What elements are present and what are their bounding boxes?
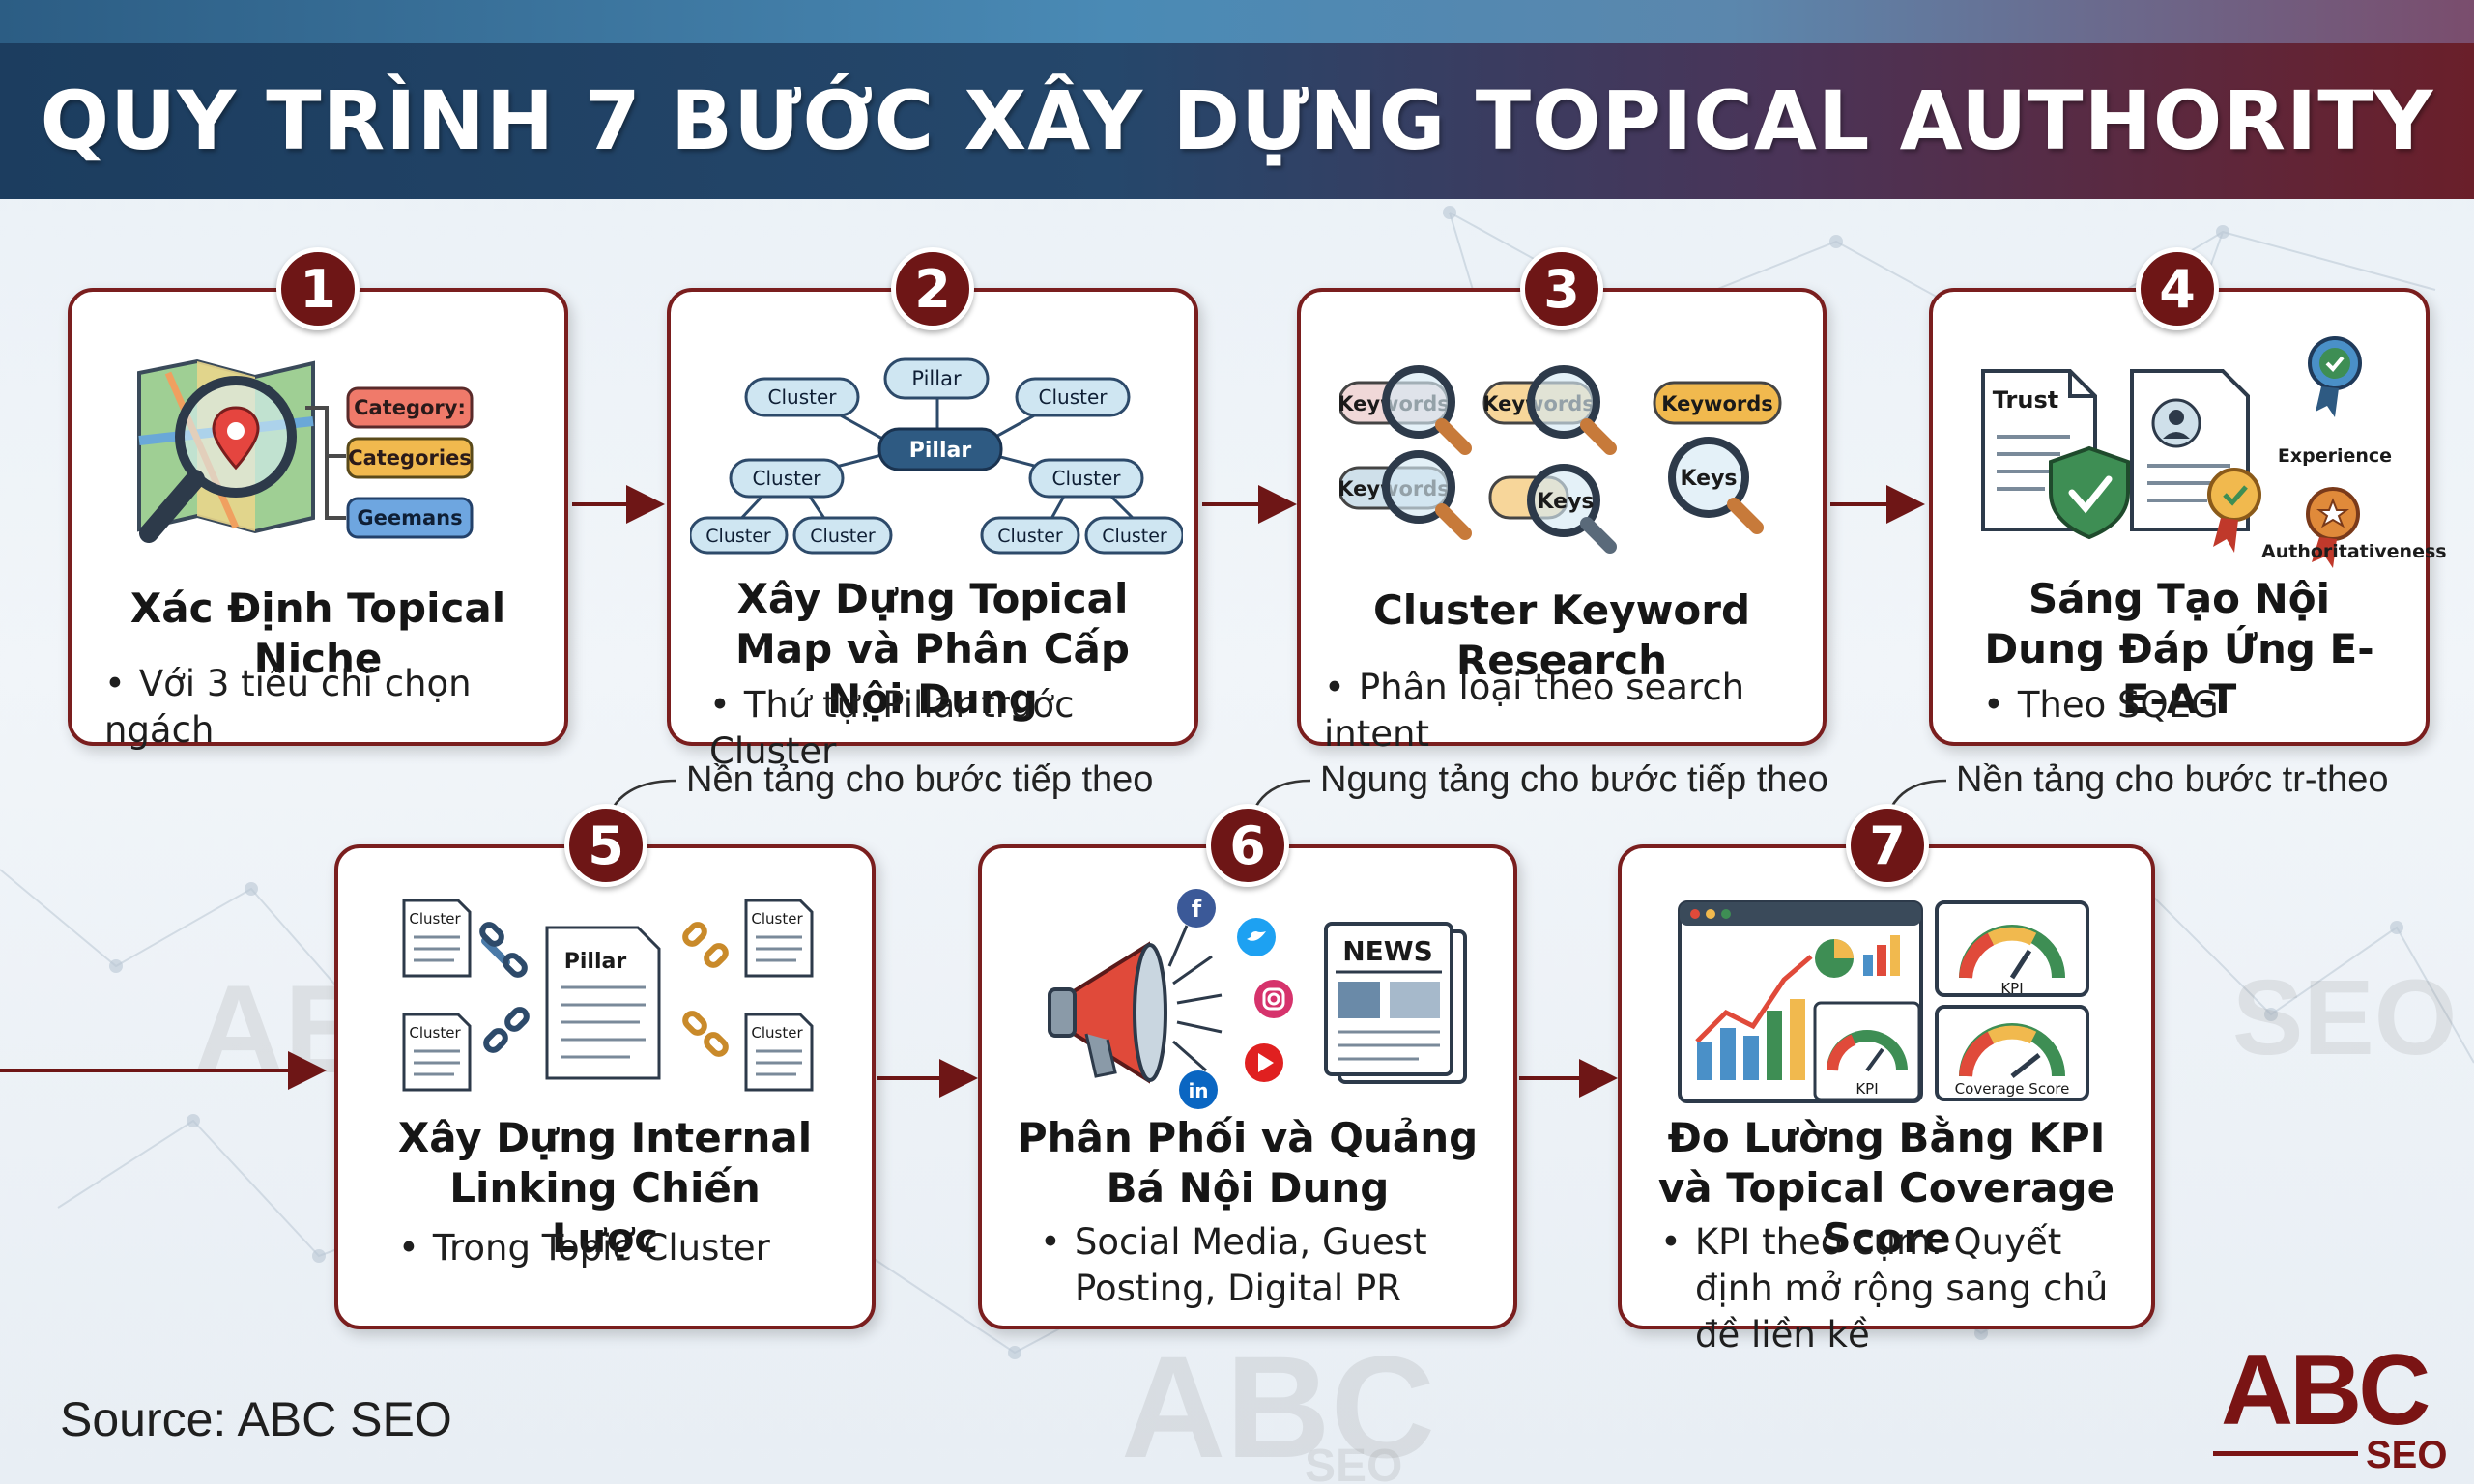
logo-underline: [2213, 1451, 2358, 1456]
note-foundation-2: Ngung tảng cho bước tiếp theo: [1320, 759, 1828, 800]
step-title-6: Phân Phối và Quảng Bá Nội Dung: [1017, 1114, 1479, 1212]
step-bullet-4: Theo SQEG: [1983, 682, 2219, 728]
step-number-7: 7: [1846, 804, 1929, 887]
step-number-6: 6: [1206, 804, 1289, 887]
page-title: QUY TRÌNH 7 BƯỚC XÂY DỰNG TOPICAL AUTHOR…: [40, 73, 2434, 168]
note-foundation-3: Nền tảng cho bước tr-theo: [1956, 759, 2389, 800]
gauge-label-coverage: Coverage Score: [1955, 1080, 2070, 1098]
map-label-1: Category:: [354, 396, 466, 419]
step-card-2: Pillar Pillar Cluster Cluster Cluster Cl…: [667, 288, 1198, 772]
instagram-icon: [1254, 980, 1293, 1018]
map-cluster: Cluster: [768, 385, 838, 409]
internal-linking-illustration: Cluster Cluster Cluster Cluster Pillar: [402, 899, 814, 1092]
step-card-3: Keywords Keywords Keywords Keywords Keys…: [1297, 288, 1827, 755]
step-number-4: 4: [2136, 247, 2219, 330]
step-number-5: 5: [564, 804, 647, 887]
step-card-7: KPI KPI Coverage Score Đo Lường Bằng KPI…: [1618, 844, 2155, 1356]
step-card-1: Category: Categories Geemans Xác Định To…: [68, 288, 568, 751]
step-number-1: 1: [276, 247, 360, 330]
map-pillar-center: Pillar: [909, 439, 972, 463]
facebook-icon: [1177, 889, 1216, 928]
newspaper-icon: NEWS: [1324, 922, 1467, 1084]
map-cluster: Cluster: [1039, 385, 1108, 409]
map-cluster: Cluster: [705, 526, 771, 547]
step-bullet-7: KPI theo cụm. Quyết định mở rộng sang ch…: [1660, 1219, 2143, 1358]
step-bullet-6: Social Media, Guest Posting, Digital PR: [1040, 1219, 1446, 1312]
link-cluster-label: Cluster: [751, 1024, 803, 1042]
link-pillar-label: Pillar: [564, 950, 627, 974]
distribution-illustration: f in NEWS: [1048, 889, 1467, 1109]
map-label-2: Categories: [348, 446, 472, 470]
eeat-illustration: Trust Experience: [1981, 336, 2392, 568]
abc-seo-logo: ABC SEO: [2213, 1333, 2455, 1478]
step-bullet-1: Với 3 tiêu chí chọn ngách: [104, 661, 564, 754]
megaphone-icon: [1048, 941, 1167, 1084]
authoritativeness-label: Authoritativeness: [2261, 541, 2447, 562]
step-number-2: 2: [891, 247, 974, 330]
topical-map-illustration: Pillar Pillar Cluster Cluster Cluster Cl…: [690, 357, 1183, 555]
link-cluster-label: Cluster: [409, 910, 461, 928]
map-cluster: Cluster: [753, 467, 822, 490]
step-card-4: Trust Experience Authoritativeness Sáng …: [1929, 288, 2447, 746]
logo-abc-text: ABC: [2221, 1334, 2431, 1446]
step-bullet-5: Trong Topic Cluster: [398, 1225, 770, 1271]
experience-label: Experience: [2278, 445, 2392, 467]
header-strip: [0, 0, 2474, 43]
gauge-label-kpi: KPI: [2000, 980, 2023, 997]
map-search-illustration: Category: Categories Geemans: [137, 358, 474, 543]
svg-text:f: f: [1192, 896, 1202, 923]
watermark-seo-bottom: SEO: [1305, 1441, 1403, 1484]
watermark-abc-bottom: ABC: [1121, 1326, 1435, 1484]
link-cluster-label: Cluster: [751, 910, 803, 928]
step-bullet-3: Phân loại theo search intent: [1324, 665, 1823, 757]
map-cluster: Cluster: [810, 526, 876, 547]
map-cluster: Cluster: [1052, 467, 1122, 490]
map-label-3: Geemans: [357, 506, 462, 529]
step-bullet-2: Thứ tự: Pillar trước Cluster: [709, 682, 1194, 775]
title-bar: QUY TRÌNH 7 BƯỚC XÂY DỰNG TOPICAL AUTHOR…: [0, 43, 2474, 199]
step-card-6: f in NEWS Phân Phối và Quảng Bá Nội Dung…: [978, 844, 1517, 1329]
linkedin-icon: [1179, 1070, 1218, 1109]
step-card-5: Cluster Cluster Cluster Cluster Pillar X…: [334, 844, 876, 1329]
watermark-seo-right: SEO: [2232, 958, 2458, 1077]
svg-text:in: in: [1188, 1079, 1208, 1102]
map-cluster: Cluster: [1102, 526, 1167, 547]
keyword-research-illustration: Keywords Keywords Keywords Keywords Keys…: [1339, 365, 1782, 554]
gauge-label-kpi: KPI: [1856, 1080, 1878, 1098]
trust-label: Trust: [1993, 386, 2058, 414]
step-title-5: Xây Dựng Internal Linking Chiến Lược: [397, 1114, 813, 1262]
step-number-3: 3: [1520, 247, 1603, 330]
map-cluster: Cluster: [997, 526, 1063, 547]
map-pillar-top: Pillar: [911, 367, 962, 390]
keyword-tag: Keys: [1537, 490, 1594, 514]
keyword-tag: Keywords: [1661, 392, 1773, 415]
logo-seo-text: SEO: [2366, 1434, 2448, 1476]
source-caption: Source: ABC SEO: [60, 1392, 452, 1446]
link-cluster-label: Cluster: [409, 1024, 461, 1042]
kpi-dashboard-illustration: KPI KPI Coverage Score: [1678, 900, 2089, 1103]
keyword-tag: Keys: [1680, 467, 1737, 491]
news-label: NEWS: [1342, 935, 1433, 967]
